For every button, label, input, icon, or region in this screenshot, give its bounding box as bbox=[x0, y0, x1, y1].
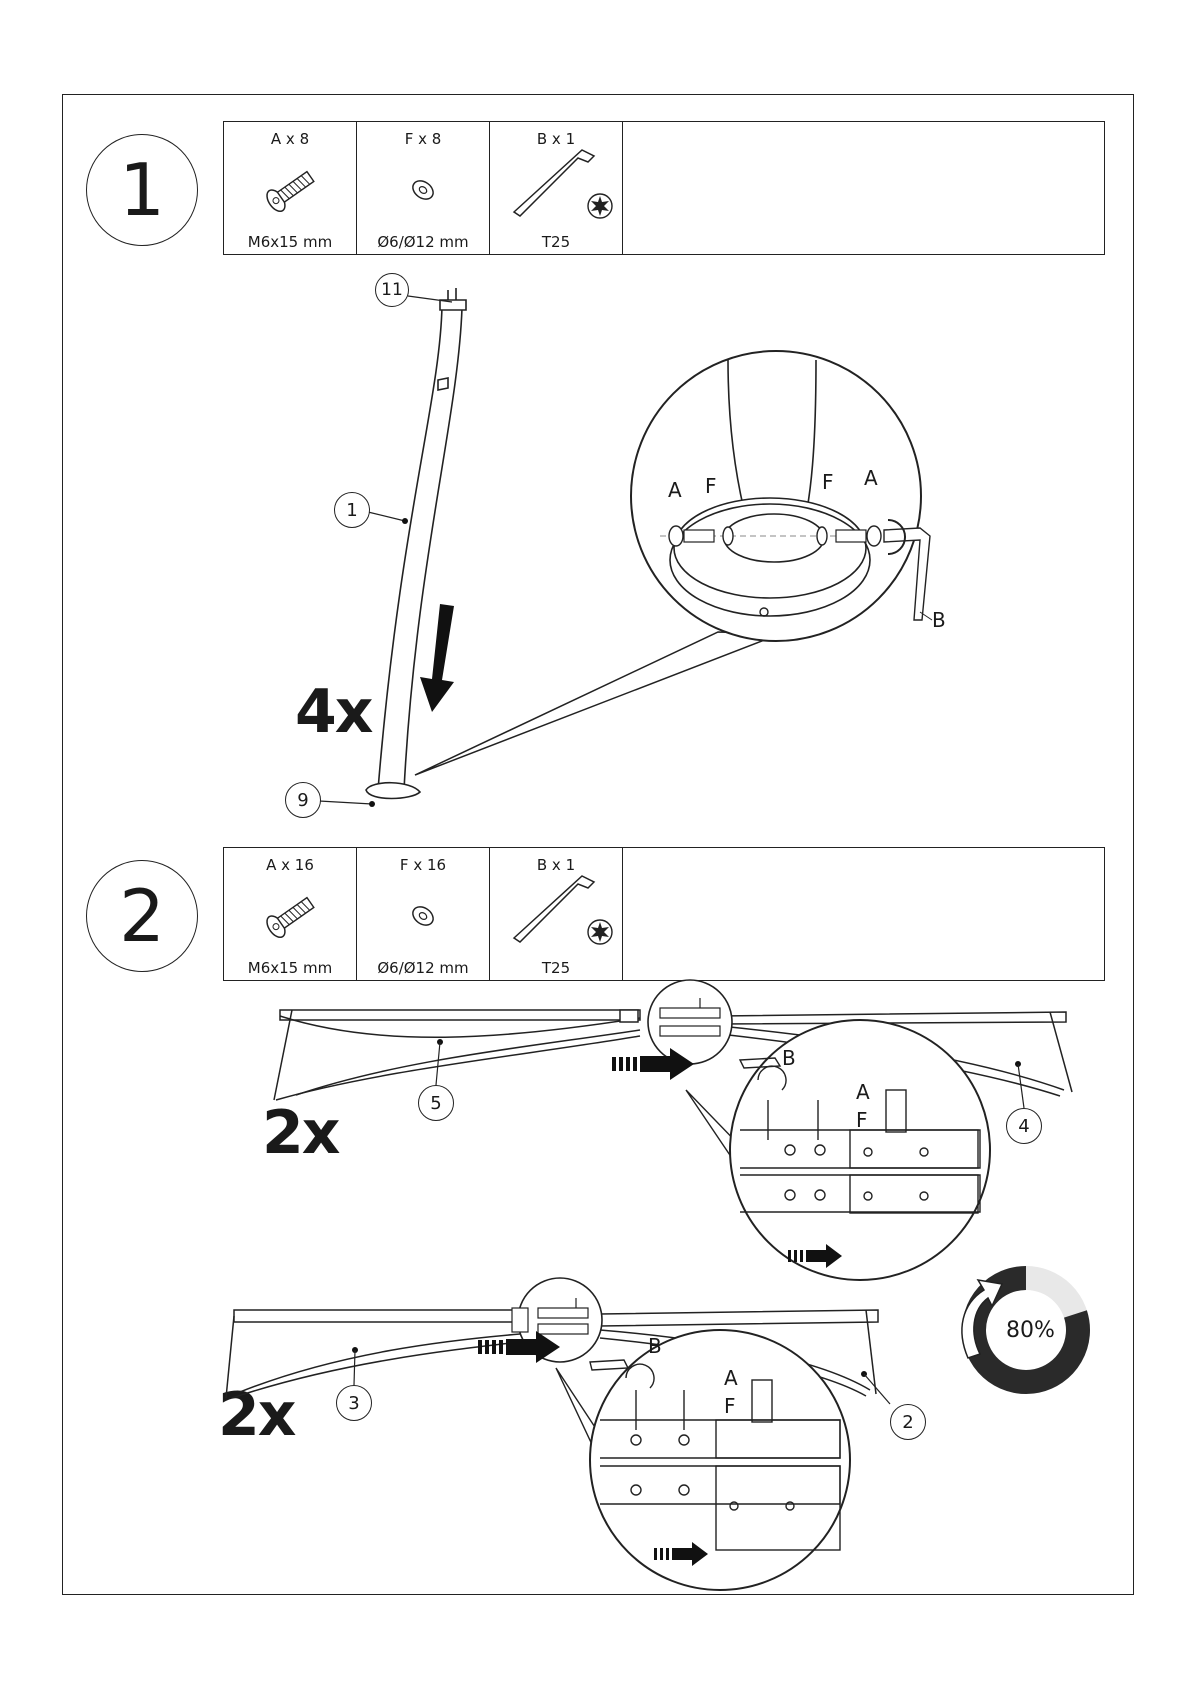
label-a-b: A bbox=[724, 1366, 738, 1390]
label-f-b: F bbox=[724, 1394, 736, 1418]
progress-label: 80% bbox=[1006, 1318, 1055, 1343]
label-a-a: A bbox=[856, 1080, 870, 1104]
callout-5: 5 bbox=[418, 1085, 454, 1121]
label-f-a: F bbox=[856, 1108, 868, 1132]
detail-magnifier-a bbox=[730, 1020, 990, 1280]
callout-2: 2 bbox=[890, 1404, 926, 1440]
detail-magnifier-b bbox=[590, 1330, 850, 1590]
label-b-b: B bbox=[648, 1334, 662, 1358]
callout-4: 4 bbox=[1006, 1108, 1042, 1144]
label-b-a: B bbox=[782, 1046, 796, 1070]
callout-3: 3 bbox=[336, 1385, 372, 1421]
